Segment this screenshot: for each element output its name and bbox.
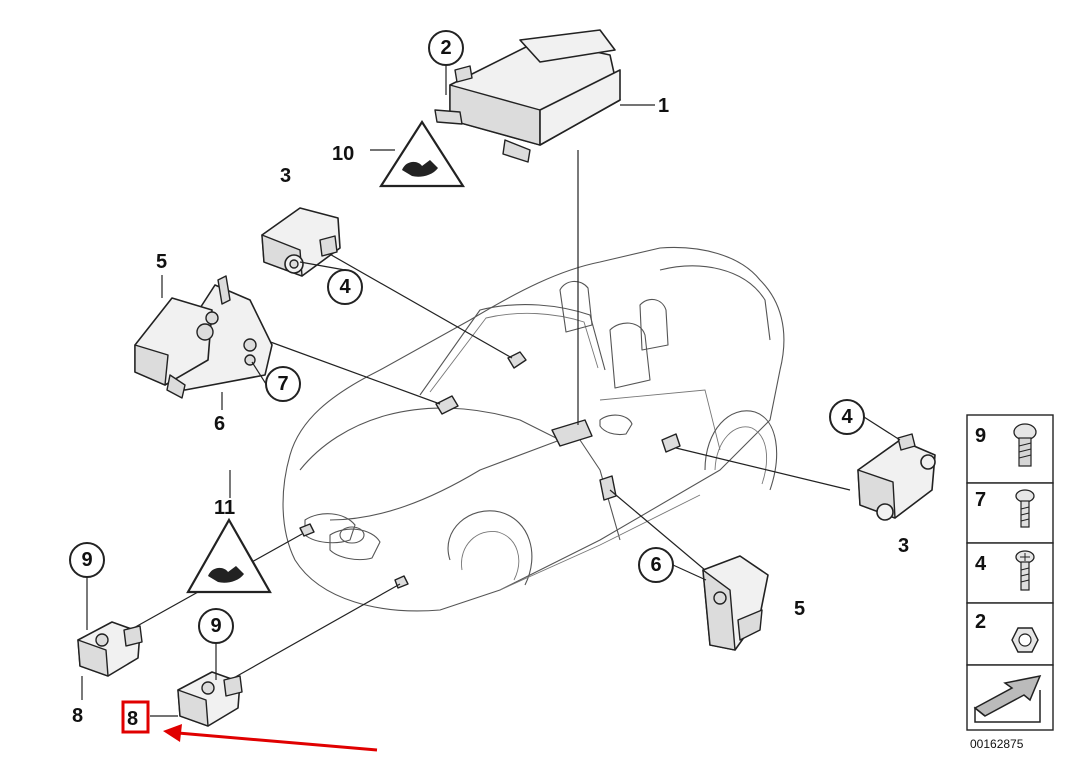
legend-label-4: 4 <box>975 553 987 575</box>
screw-icon <box>1015 489 1035 528</box>
bolt-icon <box>1013 423 1037 467</box>
circled-label-2: 2 <box>440 37 451 59</box>
sensor-part-8-middle <box>177 671 243 727</box>
legend-label-9: 9 <box>975 425 986 447</box>
sensor-part-8-left <box>77 621 143 677</box>
car-outline <box>282 246 785 612</box>
legend-cell <box>966 414 1054 484</box>
highlighted-label-8: 8 <box>127 708 138 730</box>
warning-triangle-icon <box>186 517 272 594</box>
warning-triangle-icon <box>378 119 466 188</box>
circled-label-9: 9 <box>81 549 92 571</box>
car-sensor-marks <box>299 351 681 589</box>
arrow-icon <box>163 724 182 742</box>
legend-label-7: 7 <box>975 489 986 511</box>
circled-label-4: 4 <box>841 406 853 428</box>
hardware-legend: 9 7 4 2 <box>966 414 1054 751</box>
control-unit-part <box>434 29 621 163</box>
circled-labels: 2 4 4 7 6 9 9 <box>69 30 901 700</box>
sensor-part-3-right <box>857 433 936 521</box>
circled-label-4: 4 <box>339 276 351 298</box>
label-8: 8 <box>72 705 83 727</box>
sensor-part-5-bottom <box>702 555 769 651</box>
legend-cell <box>966 542 1054 604</box>
leader-lines <box>129 104 851 681</box>
circled-label-9: 9 <box>210 615 221 637</box>
screw-icon <box>1015 550 1035 591</box>
legend-cell <box>966 482 1054 544</box>
circled-label-6: 6 <box>650 554 661 576</box>
sensor-part-3-top <box>261 207 341 277</box>
label-6: 6 <box>214 413 225 435</box>
plain-labels: 1 3 3 5 5 6 8 10 11 <box>72 95 909 727</box>
label-5: 5 <box>794 598 805 620</box>
circled-label-7: 7 <box>277 373 288 395</box>
legend-label-2: 2 <box>975 611 986 633</box>
label-3: 3 <box>280 165 291 187</box>
label-11: 11 <box>214 497 235 519</box>
label-3: 3 <box>898 535 909 557</box>
label-5: 5 <box>156 251 167 273</box>
label-10: 10 <box>332 143 354 165</box>
direction-arrow-icon <box>973 674 1042 723</box>
highlight-annotation: 8 <box>121 700 378 752</box>
bracket-assembly-part <box>134 275 273 399</box>
legend-cell <box>966 602 1054 666</box>
label-1: 1 <box>658 95 669 117</box>
nut-icon <box>1011 627 1039 653</box>
diagram-number: 00162875 <box>970 737 1024 751</box>
